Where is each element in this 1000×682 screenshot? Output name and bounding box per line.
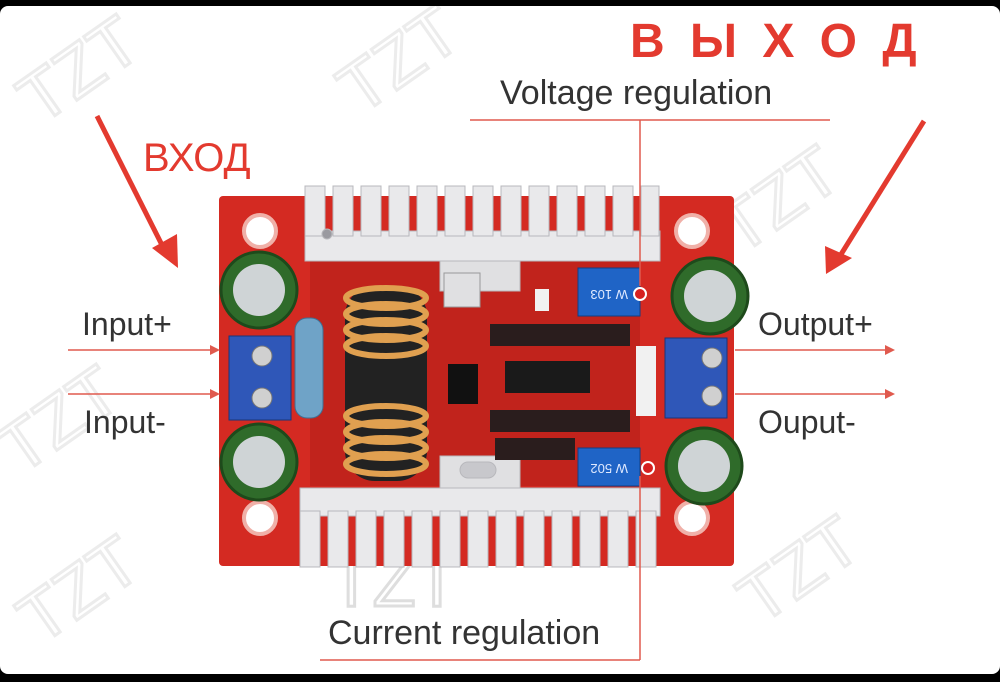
board-illustration: TZT TZT TZT TZT TZT TZT TZT: [0, 6, 927, 661]
smd-components: [443, 272, 656, 460]
output-plus-label: Output+: [758, 306, 873, 342]
inductor-coil: [343, 285, 429, 481]
diagonal-arrows: [94, 114, 927, 274]
arrowheads: [210, 345, 895, 399]
input-minus-label: Input-: [84, 404, 166, 440]
watermark-text: TZT: [324, 6, 474, 128]
potentiometers: W 103 W 502: [577, 267, 655, 487]
bottom-heatsink: [299, 455, 661, 568]
fuse: [294, 317, 324, 419]
output-minus-label: Ouput-: [758, 404, 856, 440]
input-title: ВХОД: [143, 136, 251, 180]
terminal-blocks: [228, 335, 728, 421]
watermark-text: TZT: [724, 501, 874, 638]
product-image: TZT TZT TZT TZT TZT TZT TZT: [0, 6, 1000, 674]
input-plus-label: Input+: [82, 306, 172, 342]
pot-bottom-marking: W 502: [590, 461, 628, 476]
annotation-lines: [68, 119, 885, 661]
capacitors: [219, 250, 750, 506]
output-title: В Ы Х О Д: [630, 15, 923, 68]
current-regulation-label: Current regulation: [328, 614, 601, 652]
top-heatsink: [304, 185, 661, 292]
watermark-text: TZT: [4, 6, 154, 138]
pot-top-marking: W 103: [590, 287, 628, 302]
watermark-text: TZT: [4, 521, 154, 658]
voltage-regulation-label: Voltage regulation: [500, 74, 773, 112]
